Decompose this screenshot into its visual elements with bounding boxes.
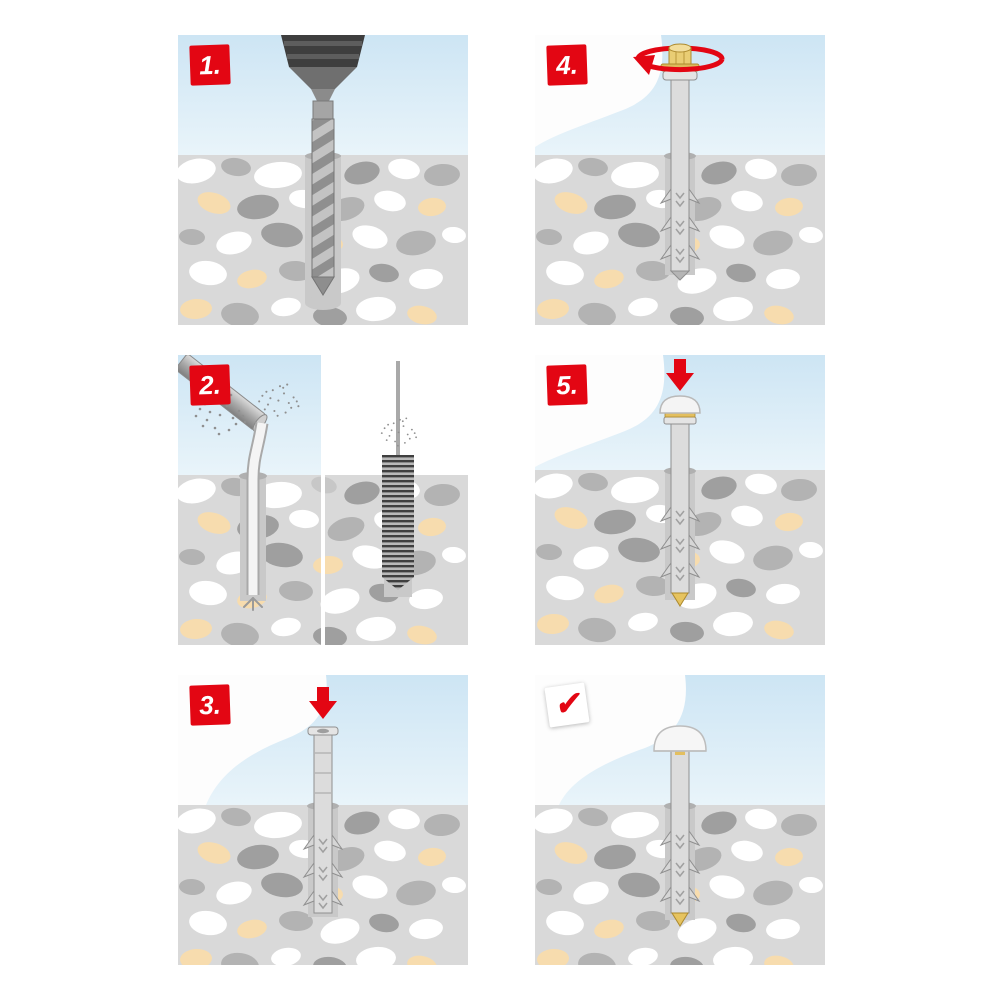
nail-tip	[671, 912, 689, 927]
step-number-badge: 5.	[546, 364, 588, 406]
panel-step-2-clean-hole: 2.	[178, 355, 468, 645]
drill-icon	[281, 35, 365, 296]
washer	[675, 751, 685, 755]
step-number-badge: 1.	[189, 44, 231, 86]
anchor-sleeve	[303, 726, 343, 914]
installed-anchor	[653, 725, 707, 927]
anchor-sleeve	[660, 70, 700, 281]
finished-anchor-check-icon	[535, 675, 825, 965]
step-number-badge: 4.	[546, 44, 588, 86]
panel-step-1-drill-hole: 1.	[178, 35, 468, 325]
nylon-anchor-with-down-arrow-icon	[178, 675, 468, 965]
step-number-badge: 3.	[189, 684, 231, 726]
nail-tip	[671, 592, 689, 607]
air-blast	[243, 597, 263, 611]
cap-head	[659, 395, 701, 414]
panel-step-3-insert-anchor: 3.	[178, 675, 468, 965]
cleaning-brush-icon	[380, 361, 418, 597]
drill-bit-icon	[178, 35, 468, 325]
anchor-with-cap	[659, 395, 701, 607]
panel-step-5-press-flush: 5.	[535, 355, 825, 645]
step-number-badge: 2.	[189, 364, 231, 406]
cap-head	[653, 725, 707, 752]
screw-with-rotation-arrow-icon	[535, 35, 825, 325]
panel-step-4-screw-in: 4.	[535, 35, 825, 325]
panel-divider	[321, 355, 325, 645]
panel-step-done: ✔	[535, 675, 825, 965]
rotation-arrow-icon	[633, 55, 725, 75]
done-check-badge: ✔	[544, 682, 590, 728]
